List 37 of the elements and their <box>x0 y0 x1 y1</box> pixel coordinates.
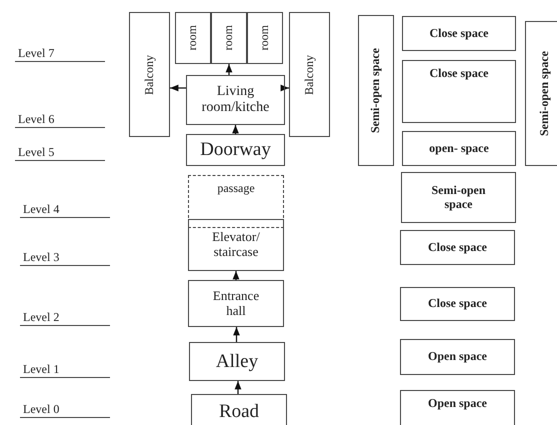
arrow <box>170 84 186 92</box>
space-box: Close space <box>400 287 515 321</box>
level-label: Level 7 <box>15 46 105 62</box>
level-label: Level 4 <box>20 202 110 218</box>
level-label: Level 0 <box>20 402 110 418</box>
space-box: Semi-open space <box>525 21 557 166</box>
room-box: Living room/kitche <box>186 75 285 125</box>
stair-box: Elevator/ staircase <box>188 219 284 271</box>
alley-box: Alley <box>189 342 285 381</box>
level-label: Level 3 <box>20 250 110 266</box>
room-box: room <box>175 12 211 64</box>
balcony-box: Balcony <box>129 12 170 137</box>
space-box: Semi-open space <box>401 172 516 223</box>
arrow <box>280 84 289 92</box>
space-box: open- space <box>402 131 516 166</box>
room-box: room <box>211 12 247 64</box>
road-box: Road <box>191 394 287 425</box>
arrow <box>226 64 232 75</box>
space-box: Open space <box>400 390 515 425</box>
space-box: Open space <box>400 339 515 375</box>
space-box: Close space <box>402 60 516 123</box>
arrow <box>232 125 239 134</box>
level-label: Level 1 <box>20 362 110 378</box>
level-label: Level 6 <box>15 112 105 128</box>
arrow <box>233 327 240 342</box>
level-label: Level 5 <box>15 145 105 161</box>
balcony-box: Balcony <box>289 12 330 137</box>
space-box: Close space <box>402 16 516 51</box>
passage-box: passage <box>188 175 284 228</box>
arrow <box>234 381 242 394</box>
space-box: Close space <box>400 230 515 265</box>
level-label: Level 2 <box>20 310 110 326</box>
doorway-box: Doorway <box>186 134 285 166</box>
space-box: Semi-open space <box>358 15 394 166</box>
arrow <box>232 271 240 280</box>
room-box: room <box>247 12 283 64</box>
hall-box: Entrance hall <box>188 280 284 327</box>
